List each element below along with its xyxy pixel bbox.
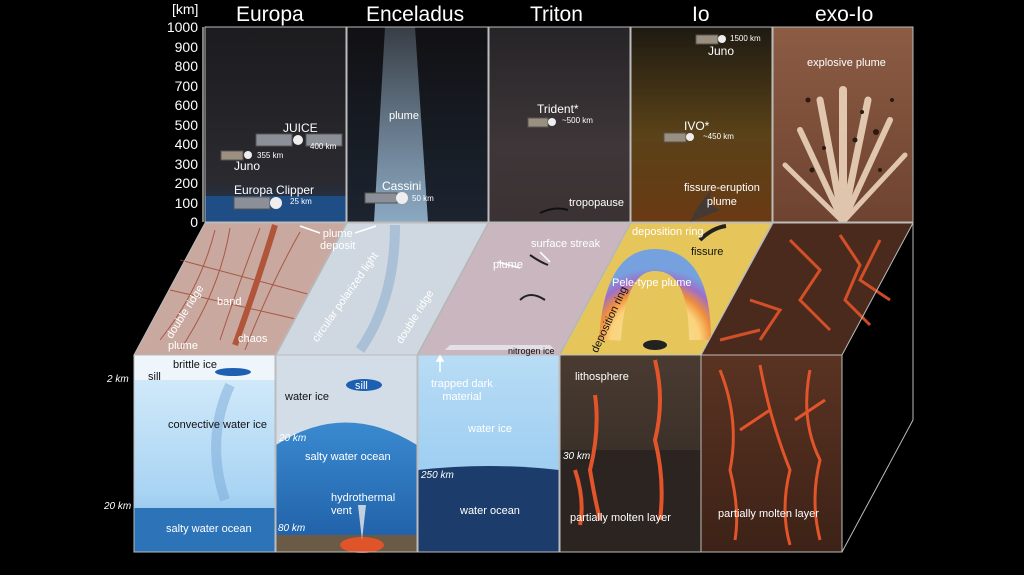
label-cassini-alt: 50 km (412, 194, 434, 203)
axis-tick-label: 600 (174, 97, 198, 113)
io-sky-panel (631, 27, 772, 222)
axis-tick-label: 800 (174, 58, 198, 74)
axis-tick-label: 400 (174, 136, 198, 152)
label-europa-ocean: salty water ocean (166, 523, 252, 535)
ivo-spacecraft-icon (663, 132, 694, 143)
label-ivo-alt: ~450 km (703, 132, 734, 141)
label-trident-alt: ~500 km (562, 116, 593, 125)
axis-tick-label: 900 (174, 38, 198, 55)
label-depth-250km: 250 km (421, 470, 454, 481)
label-pele-plume: Pele-type plume (612, 277, 692, 289)
spacecraft-icons (220, 34, 726, 210)
label-chaos: chaos (238, 333, 268, 345)
label-juice: JUICE (283, 121, 318, 135)
title-exoio: exo-Io (815, 3, 874, 26)
label-plume-triton: plume (493, 259, 523, 271)
label-triton-ocean: water ocean (460, 505, 520, 517)
ejecta-particles (805, 97, 894, 173)
axis-unit-label: [km] (172, 1, 199, 17)
label-exoio-molten: partially molten layer (718, 508, 819, 520)
label-lithosphere: lithosphere (575, 371, 629, 383)
label-trident: Trident* (537, 102, 579, 116)
label-plume-enceladus: plume (389, 110, 419, 122)
label-fissure: fissure (691, 246, 724, 258)
label-trapped-dark: trapped dark material (431, 378, 493, 403)
annotation-arrows (299, 225, 551, 372)
label-tropopause: tropopause (569, 197, 625, 209)
juno-io-spacecraft-icon (695, 34, 726, 45)
label-enceladus-ocean: salty water ocean (305, 451, 391, 463)
label-water-ice-enceladus: water ice (285, 391, 330, 403)
label-fissure-eruption: fissure-eruption plume (684, 182, 760, 208)
enceladus-plume (374, 27, 428, 222)
title-triton: Triton (530, 3, 583, 26)
label-io-molten: partially molten layer (570, 512, 671, 524)
label-cassini: Cassini (382, 179, 422, 193)
label-plume-deposit: plume deposit (320, 228, 356, 252)
atmosphere-panels (204, 26, 914, 226)
subsurface-panels (133, 223, 914, 553)
label-sill-europa: sill (148, 371, 161, 383)
axis-tick-label: 700 (174, 77, 198, 94)
label-depth-20km-europa: 20 km (104, 501, 132, 512)
label-brittle-ice: brittle ice (173, 359, 218, 371)
title-io: Io (692, 3, 710, 26)
label-hydrothermal-vent: hydrothermal vent (331, 492, 396, 517)
axis-tick-label: 300 (174, 155, 198, 172)
europa-clipper-icon (233, 196, 282, 210)
label-water-ice-triton: water ice (468, 423, 513, 435)
label-juice-alt: 400 km (310, 142, 337, 151)
axis-tick-label: 500 (174, 116, 198, 133)
label-juno-io: Juno (708, 44, 735, 58)
label-deposition-ring-top: deposition ring (632, 226, 704, 238)
surface-panels (133, 222, 914, 356)
juno-spacecraft-icon (220, 150, 252, 161)
label-juno-io-alt: 1500 km (730, 34, 761, 43)
axis-tick-label: 1000 (166, 19, 198, 35)
label-juno-europa-alt: 355 km (257, 151, 284, 160)
title-enceladus: Enceladus (366, 3, 465, 26)
label-explosive-plume: explosive plume (807, 57, 886, 69)
triton-surface (418, 223, 630, 355)
label-sill-enceladus: sill (355, 380, 368, 392)
axis-tick-label: 200 (174, 175, 198, 191)
enceladus-surface (276, 223, 488, 355)
trident-spacecraft-icon (527, 117, 556, 128)
label-europa-clipper: Europa Clipper (234, 183, 315, 197)
label-plume-europa: plume (168, 340, 198, 352)
label-depth-20km-enceladus: 20 km (279, 433, 307, 444)
label-depth-30km: 30 km (563, 451, 591, 462)
axis-tick-label: 100 (174, 194, 198, 211)
title-europa: Europa (236, 3, 304, 26)
europa-sky-panel (205, 27, 346, 222)
label-depth-80km: 80 km (278, 523, 306, 534)
label-nitrogen-ice: nitrogen ice (508, 346, 555, 356)
label-juno-europa: Juno (234, 159, 261, 173)
triton-sky-panel (489, 27, 630, 222)
label-ivo: IVO* (684, 119, 710, 133)
label-depth-2km: 2 km (107, 374, 129, 385)
axis-tick-label: 0 (190, 214, 198, 230)
exoio-subsurface (701, 355, 842, 552)
juice-spacecraft-icon (255, 133, 343, 147)
europa-surface (134, 223, 346, 355)
label-band: band (217, 296, 242, 308)
label-surface-streak: surface streak (531, 238, 601, 250)
explosive-plume (782, 86, 908, 226)
cassini-spacecraft-icon (364, 192, 408, 204)
label-clipper-alt: 25 km (290, 197, 312, 206)
label-convective-ice: convective water ice (168, 419, 268, 431)
